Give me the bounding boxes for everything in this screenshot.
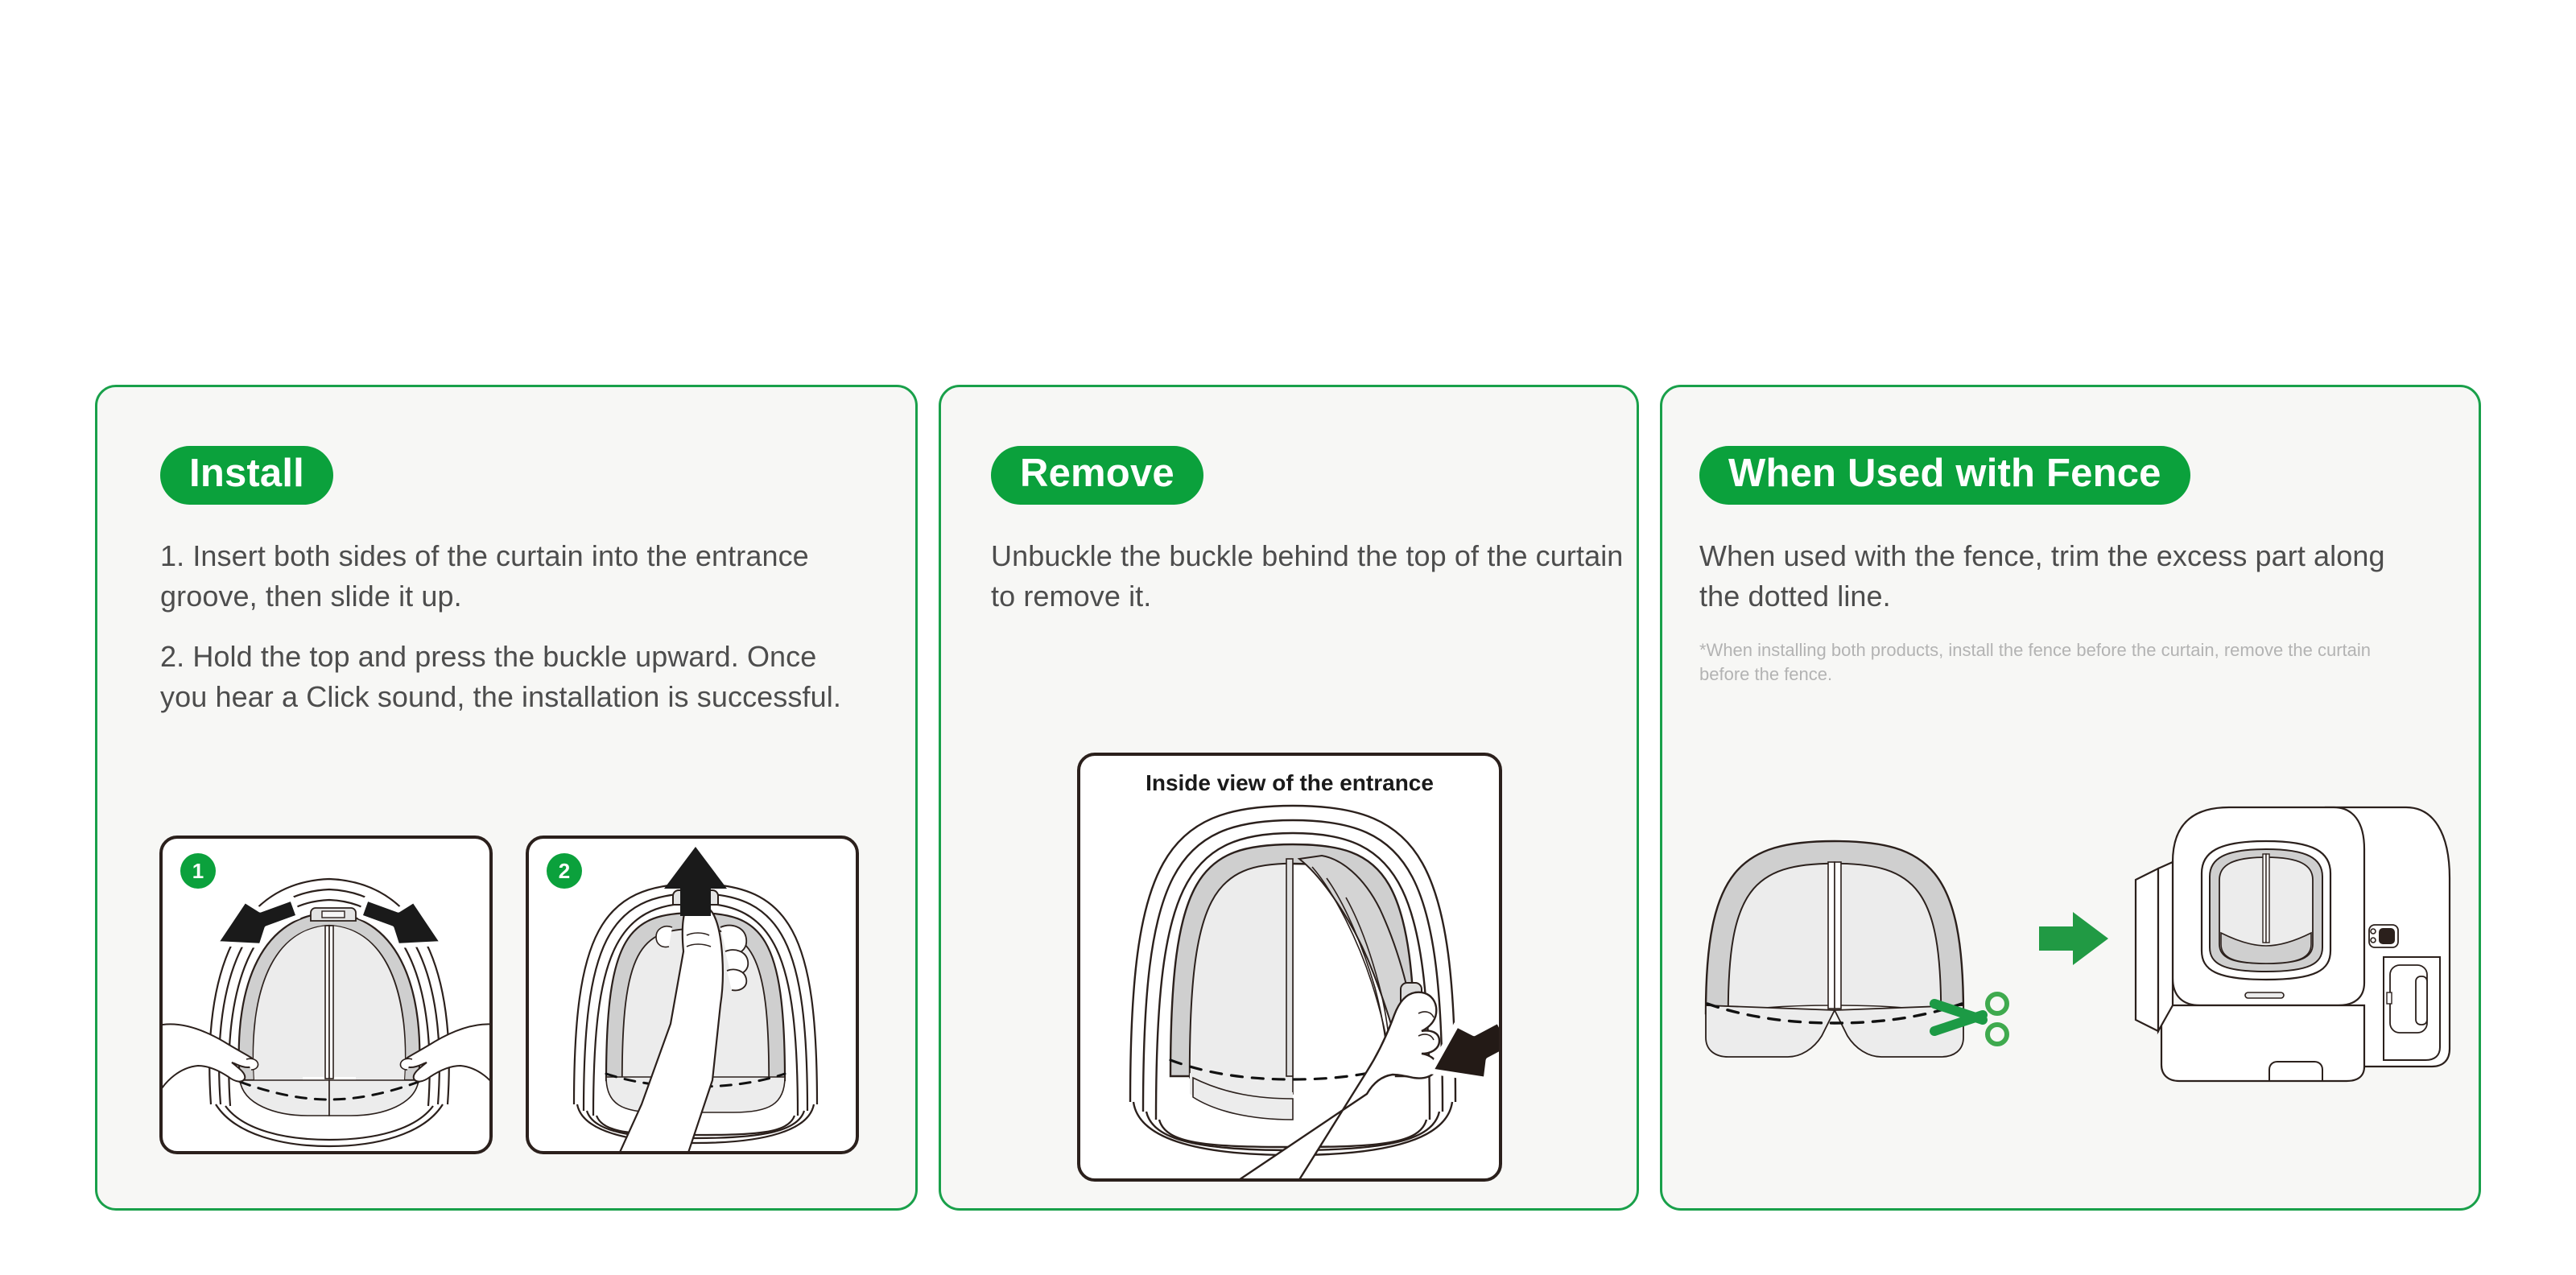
panel-when-used-with-fence: When Used with Fence When used with the … <box>1660 385 2481 1211</box>
inside-view-of-entrance-diagram <box>1129 804 1499 1178</box>
panel-install-heading: Install <box>160 446 333 505</box>
device-waste-drawer-icon <box>2383 956 2441 1061</box>
remove-illustration-caption: Inside view of the entrance <box>1146 770 1434 795</box>
arrow-up-icon <box>664 847 727 916</box>
litter-box-device-illustration <box>2123 790 2461 1096</box>
insert-curtain-sides-diagram <box>163 877 489 1148</box>
panel-install: Install 1. Insert both sides of the curt… <box>95 385 918 1211</box>
remove-instruction-text: Unbuckle the buckle behind the top of th… <box>991 539 1624 613</box>
panel-fence-heading: When Used with Fence <box>1699 446 2190 505</box>
fence-instruction-text: When used with the fence, trim the exces… <box>1699 539 2385 613</box>
install-step-1-text: 1. Insert both sides of the curtain into… <box>160 539 809 613</box>
panel-remove: Remove Unbuckle the buckle behind the to… <box>939 385 1639 1211</box>
arrow-up-left-icon <box>1427 1017 1499 1083</box>
install-step-1-illustration: 1 <box>159 836 493 1154</box>
panel-remove-heading: Remove <box>991 446 1203 505</box>
fence-footnote-text: *When installing both products, install … <box>1699 640 2372 684</box>
litter-box-with-curtain-diagram <box>2134 806 2451 1083</box>
arrow-up-right-icon <box>357 896 446 948</box>
install-step-2-illustration: 2 <box>526 836 859 1154</box>
fence-curtain-illustration <box>1693 822 2031 1063</box>
remove-illustration: Inside view of the entrance <box>1077 753 1502 1182</box>
step-number-badge-2: 2 <box>547 853 582 889</box>
device-display-icon <box>2368 924 2399 948</box>
scissors-icon <box>1930 992 2009 1046</box>
trim-curtain-diagram <box>1704 840 2009 1058</box>
press-buckle-upward-diagram <box>572 847 819 1151</box>
step-number-badge-1: 1 <box>180 853 216 889</box>
arrow-right-icon <box>2031 894 2120 983</box>
arrow-up-left-icon <box>213 896 301 948</box>
install-step-2-text: 2. Hold the top and press the buckle upw… <box>160 640 841 713</box>
